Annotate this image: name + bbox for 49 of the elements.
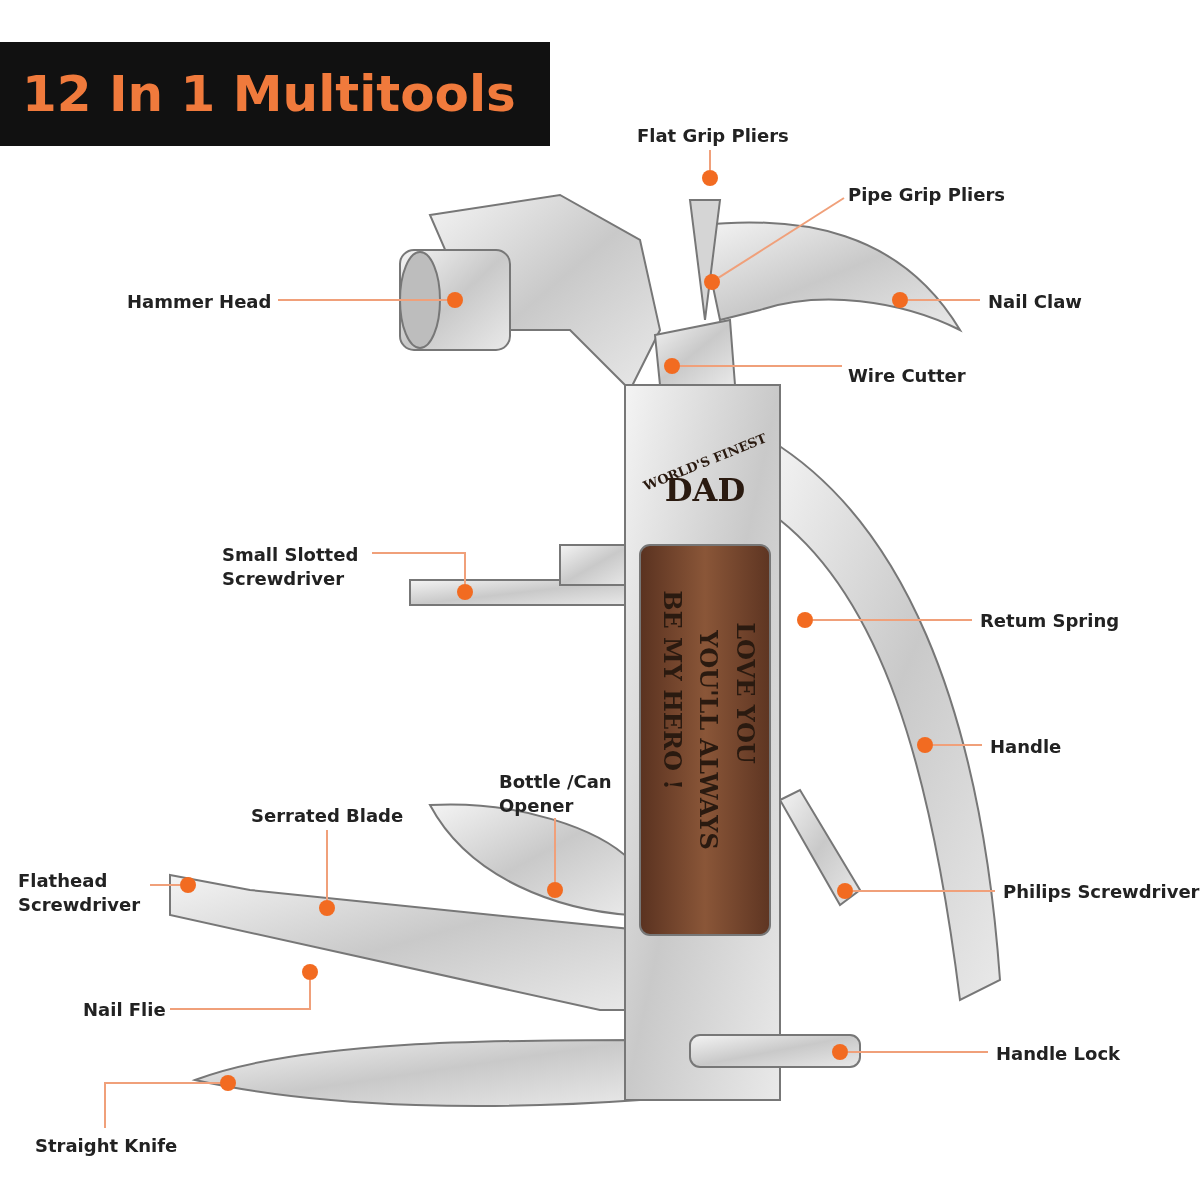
callout-label: Handle [990,735,1062,759]
callout-dot [892,292,908,308]
callout-dot [319,900,335,916]
callout-label: Handle Lock [996,1042,1121,1066]
leader-line [847,1051,989,1053]
callout-dot [664,358,680,374]
callout-dot [837,883,853,899]
callout-label: Small Slotted Screwdriver [222,543,372,591]
leader-line [554,817,556,883]
leader-line [717,197,845,279]
callout-label: Nail Flie [83,998,166,1022]
callout-dot [547,882,563,898]
callout-dot [917,737,933,753]
leader-line [104,1082,221,1129]
leader-line [852,890,996,892]
leader-line [371,552,466,585]
callout-label: Wire Cutter [848,364,966,388]
callout-dot [180,877,196,893]
leader-line [169,979,311,1010]
leader-line [277,299,448,301]
callout-label: Straight Knife [35,1134,178,1158]
callout-label: Nail Claw [988,290,1082,314]
callout-label: Pipe Grip Pliers [848,183,1006,207]
callout-label: Flat Grip Pliers [637,124,789,148]
callout-dot [457,584,473,600]
callout-dot [832,1044,848,1060]
engraved-text: YOU'LL ALWAYS [693,630,723,850]
engraved-text: LOVE YOU [730,622,760,764]
leader-line [149,884,181,886]
leader-line [679,365,843,367]
callout-dot [704,274,720,290]
callout-label: Retum Spring [980,609,1120,633]
callout-dot [797,612,813,628]
leader-line [907,299,981,301]
leader-line [326,829,328,901]
title-banner: 12 In 1 Multitools [0,42,550,146]
leader-line [812,619,973,621]
callout-label: Hammer Head [127,290,272,314]
callout-label: Serrated Blade [251,804,404,828]
callout-dot [220,1075,236,1091]
engraved-text: BE MY HERO ! [657,590,687,790]
leader-line [709,149,711,171]
callout-label: Flathead Screwdriver [18,869,158,917]
callout-dot [702,170,718,186]
callout-dot [302,964,318,980]
callout-label: Bottle /Can Opener [499,770,619,818]
callout-label: Philips Screwdriver [1003,880,1200,904]
callout-dot [447,292,463,308]
leader-line [932,744,983,746]
